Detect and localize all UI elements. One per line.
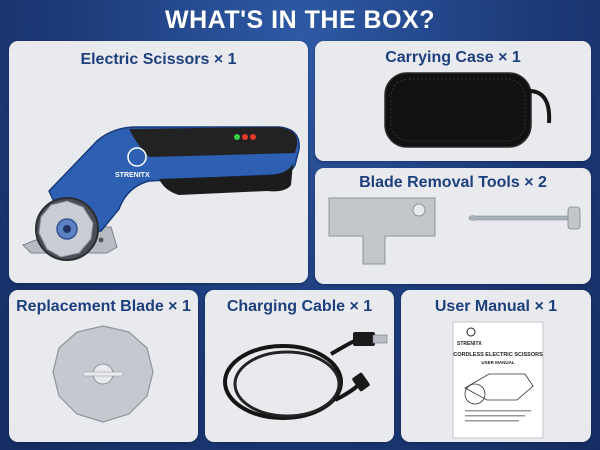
brand-logo-text: STRENITX <box>115 172 150 179</box>
item-label-blade-removal-tools: Blade Removal Tools × 2 <box>359 174 547 191</box>
item-label-electric-scissors: Electric Scissors × 1 <box>80 51 237 68</box>
replacement-blade-image <box>52 325 154 423</box>
item-label-charging-cable: Charging Cable × 1 <box>226 298 373 315</box>
manual-subtitle-text: USER MANUAL <box>481 360 515 365</box>
electric-scissors-image: STRENITX <box>22 126 300 261</box>
item-card-blade-removal-tools: Blade Removal Tools × 2 <box>315 168 591 284</box>
item-label-carrying-case: Carrying Case × 1 <box>385 49 521 66</box>
manual-title-text: CORDLESS ELECTRIC SCISSORS <box>453 352 543 358</box>
carrying-case-image <box>384 72 552 148</box>
blade-removal-tools-image <box>328 197 581 265</box>
item-card-charging-cable: Charging Cable × 1 <box>205 290 394 442</box>
item-card-carrying-case: Carrying Case × 1 <box>315 41 591 161</box>
page-title: WHAT'S IN THE BOX? <box>164 5 436 34</box>
item-card-replacement-blade: Replacement Blade × 1 <box>9 290 198 442</box>
manual-brand-text: STRENITX <box>457 341 482 347</box>
item-label-user-manual: User Manual × 1 <box>434 298 558 315</box>
item-card-user-manual: User Manual × 1 STRENITX CORDLESS ELECTR… <box>401 290 591 442</box>
charging-cable-image <box>223 332 388 420</box>
item-card-electric-scissors: Electric Scissors × 1 STRENITX <box>9 41 308 283</box>
item-label-replacement-blade: Replacement Blade × 1 <box>16 298 191 315</box>
page-header: WHAT'S IN THE BOX? <box>0 0 600 40</box>
user-manual-image: STRENITX CORDLESS ELECTRIC SCISSORS USER… <box>452 321 544 439</box>
